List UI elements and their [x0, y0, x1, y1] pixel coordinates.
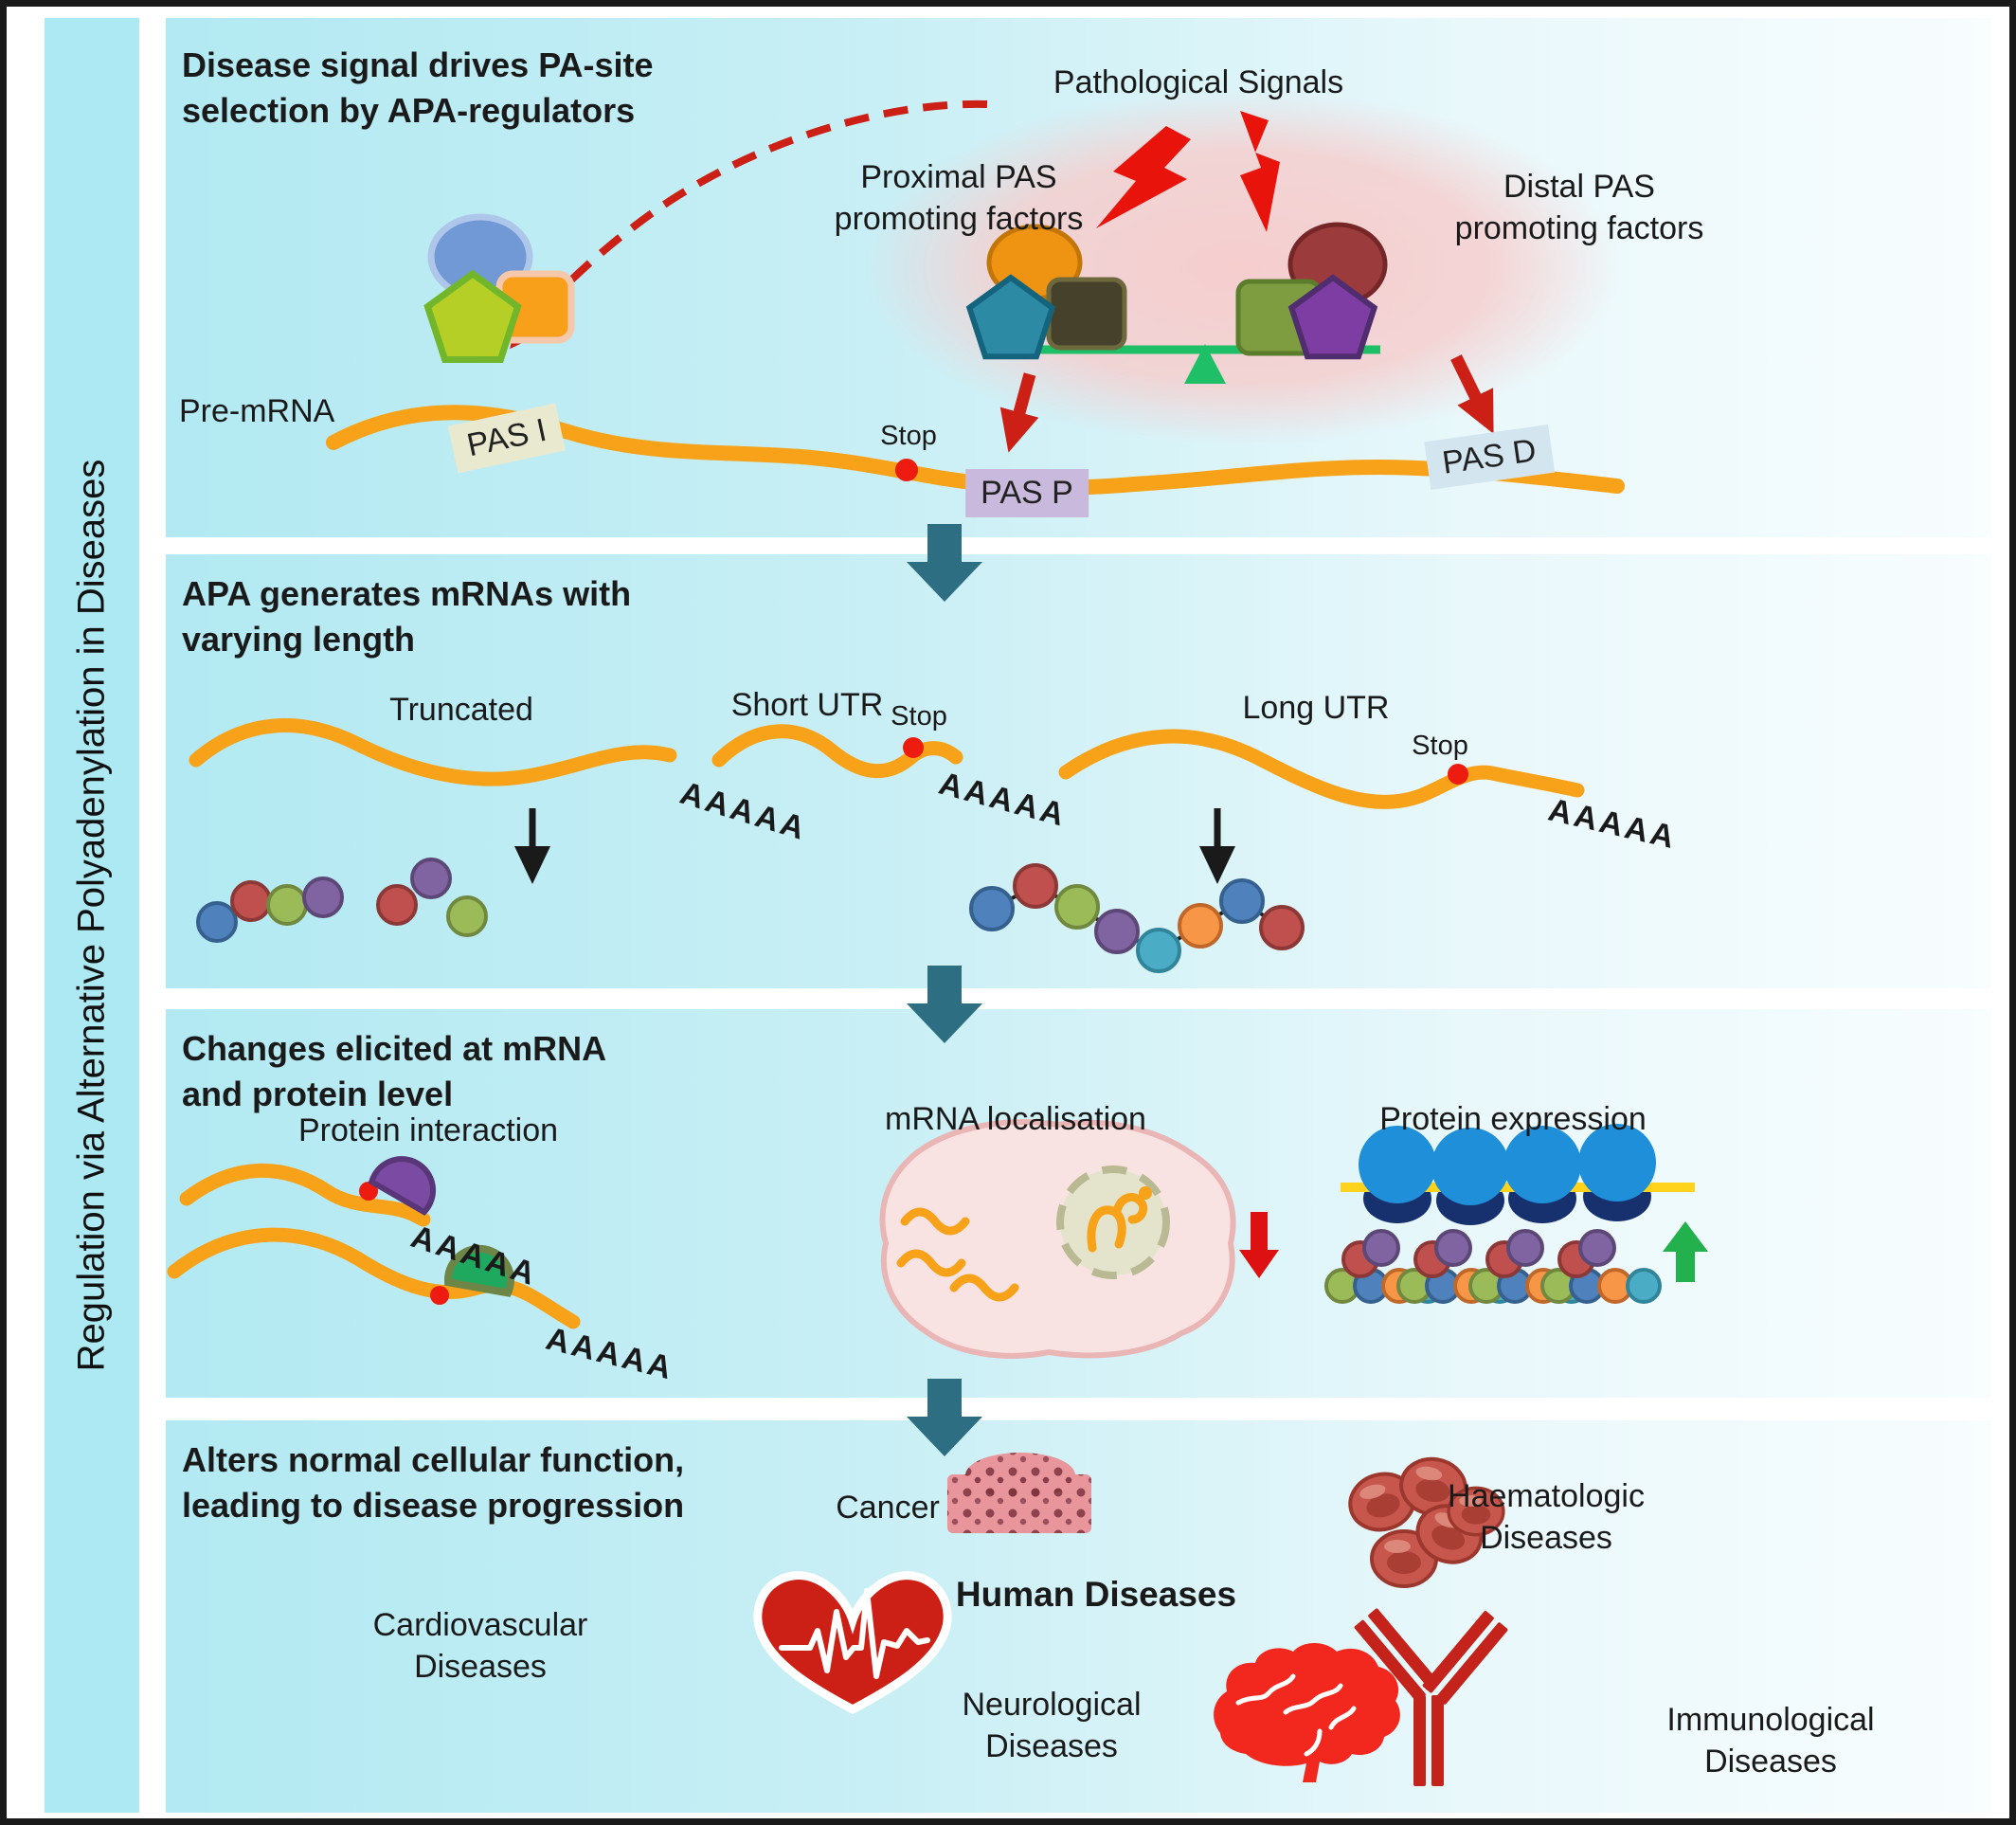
panel2-title: APA generates mRNAs with varying length — [182, 574, 632, 659]
sidebar-title: Regulation via Alternative Polyadenylati… — [70, 459, 113, 1372]
panel3-title: Changes elicited at mRNA and protein lev… — [182, 1029, 607, 1113]
protein-interaction-label: Protein interaction — [297, 1112, 559, 1148]
stop-label: Stop — [880, 421, 937, 451]
cardiovascular-label: Cardiovascular Diseases — [372, 1607, 588, 1686]
stop-label: Stop — [1412, 731, 1468, 761]
haematologic-label: Haematologic Diseases — [1448, 1478, 1645, 1557]
human-diseases-label: Human Diseases — [955, 1575, 1237, 1614]
immunological-label: Immunological Diseases — [1666, 1702, 1875, 1780]
pas-p-label: PAS P — [965, 469, 1089, 517]
protein-expression-label: Protein expression — [1379, 1101, 1647, 1137]
truncated-label: Truncated — [389, 692, 533, 728]
long-utr-label: Long UTR — [1242, 690, 1390, 726]
neurological-label: Neurological Diseases — [962, 1687, 1142, 1765]
proximal-pas-label: Proximal PAS promoting factors — [834, 159, 1084, 238]
sidebar-strip: Regulation via Alternative Polyadenylati… — [45, 18, 139, 1813]
panel1-title: Disease signal drives PA-site selection … — [182, 45, 654, 130]
cancer-label: Cancer — [836, 1490, 940, 1526]
mrna-localisation-label: mRNA localisation — [885, 1101, 1146, 1137]
pre-mrna-label: Pre-mRNA — [179, 393, 335, 429]
panel4-title: Alters normal cellular function, leading… — [182, 1440, 685, 1525]
short-utr-label: Short UTR — [730, 687, 884, 723]
distal-pas-label: Distal PAS promoting factors — [1454, 169, 1704, 247]
stop-label: Stop — [891, 701, 947, 732]
pathological-signals-label: Pathological Signals — [1053, 64, 1344, 100]
